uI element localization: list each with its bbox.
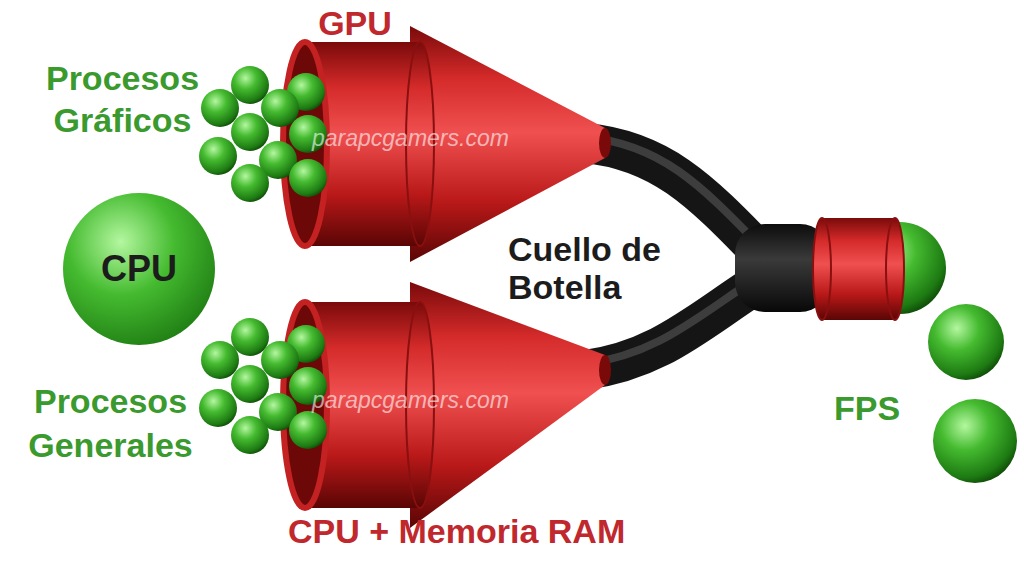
funnel-heading: CPU + Memoria RAM — [288, 512, 680, 551]
bottleneck-label: Cuello de Botella — [508, 230, 698, 306]
watermark: parapcgamers.com — [312, 124, 582, 152]
cpu-ram-funnel — [283, 282, 611, 528]
cpu-ram-funnel-node: CPU + Memoria RAM — [285, 280, 685, 570]
funnel-heading: GPU — [305, 4, 405, 43]
group-label: Procesos Generales — [3, 379, 218, 467]
output-label: FPS — [834, 388, 934, 428]
sphere-label: CPU — [101, 248, 177, 289]
group-label: Procesos Gráficos — [15, 57, 230, 141]
watermark: parapcgamers.com — [312, 386, 582, 414]
cpu-sphere: CPU — [63, 193, 215, 345]
output-pipe — [813, 218, 946, 320]
fps-balls — [928, 304, 1017, 483]
process-balls — [199, 66, 327, 454]
gpu-funnel — [283, 26, 611, 262]
